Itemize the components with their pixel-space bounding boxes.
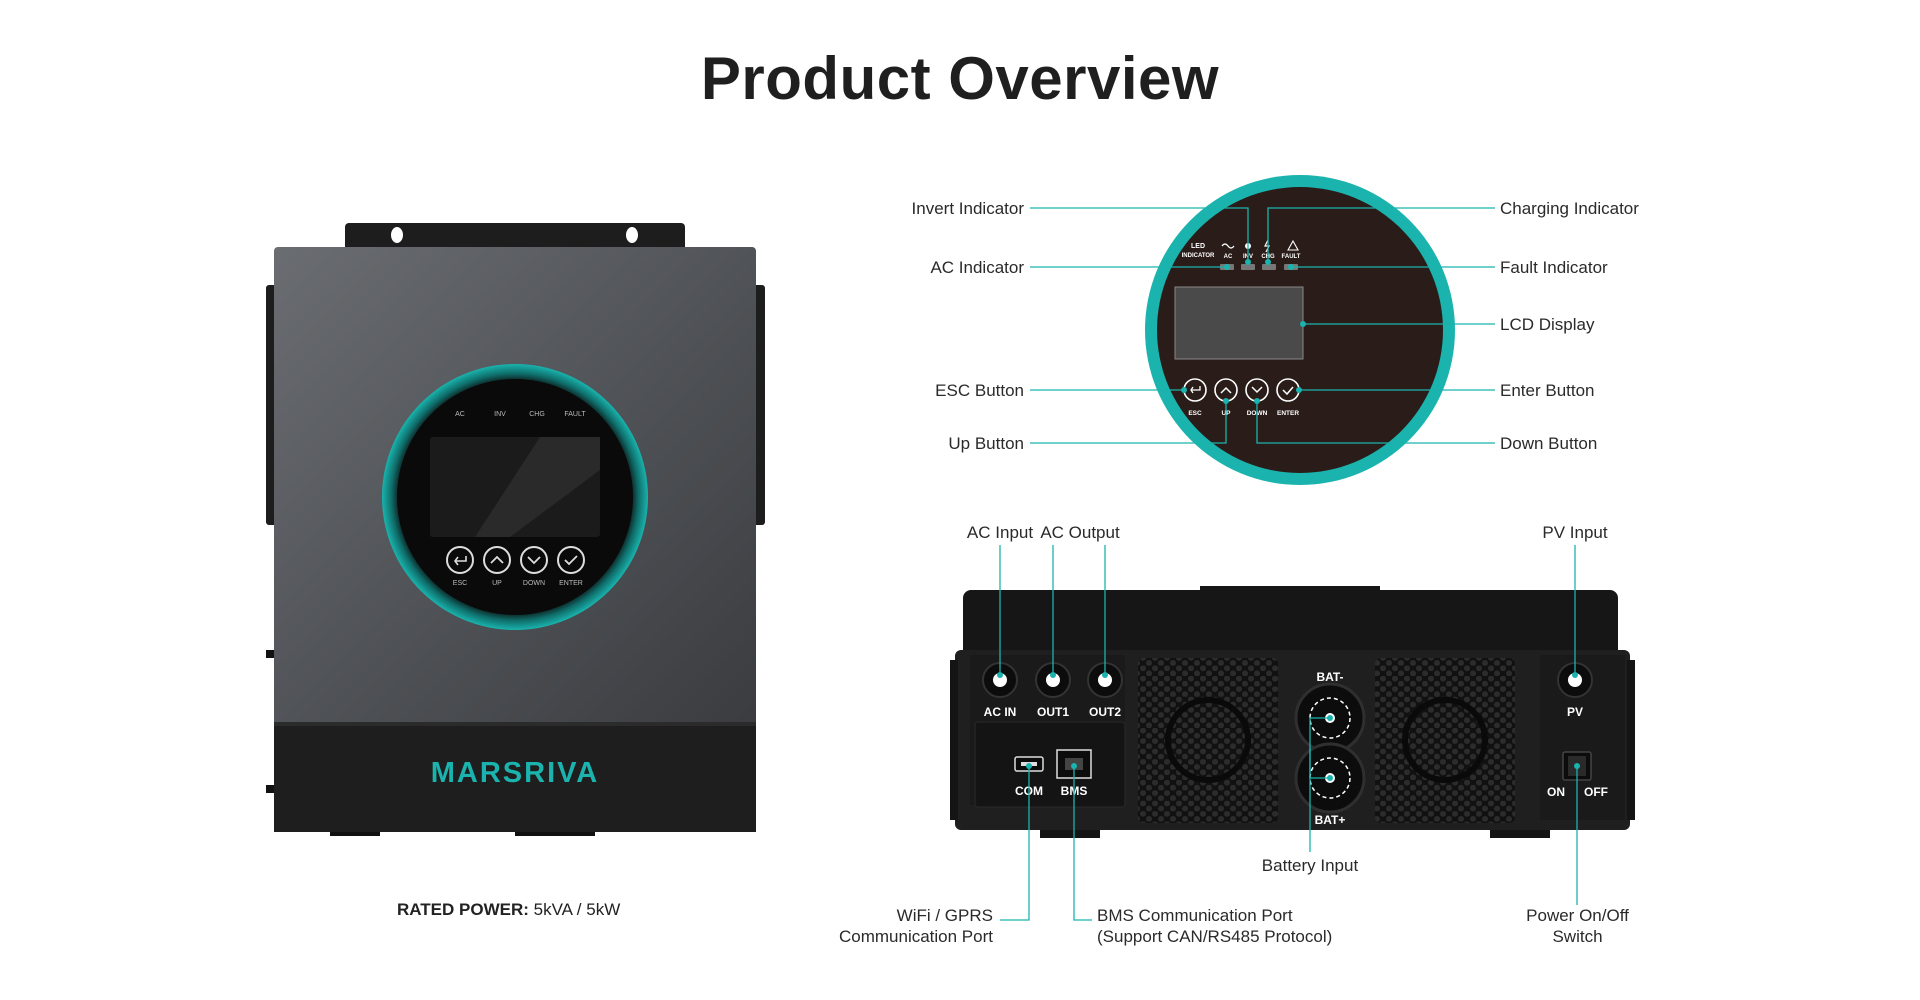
zoom-callout-dots (1181, 259, 1306, 404)
wifi-callout-line2: Communication Port (838, 927, 993, 946)
front-indicator-chg: CHG (529, 411, 545, 418)
esc-button-callout: ESC Button (935, 381, 1024, 400)
down-button-callout: Down Button (1500, 434, 1598, 453)
zoom-control-panel: LED INDICATOR AC INV CHG FAULT (1145, 175, 1455, 485)
bms-callout-line2: (Support CAN/RS485 Protocol) (1097, 927, 1333, 946)
bms-callout-line1: BMS Communication Port (1097, 906, 1293, 925)
zoom-led-label-2: INDICATOR (1182, 253, 1215, 259)
ac-indicator-callout: AC Indicator (930, 258, 1024, 277)
ac-wave-icon (1221, 243, 1235, 249)
return-icon (1190, 386, 1201, 394)
pv-label: PV (1567, 705, 1583, 719)
bat-plus-label: BAT+ (1315, 813, 1346, 827)
ac-output-callout: AC Output (1040, 523, 1120, 542)
chevron-down-icon (527, 556, 541, 565)
front-down-button[interactable] (520, 546, 548, 574)
zoom-callout-lines (1030, 207, 1495, 444)
check-icon (564, 555, 578, 566)
page-title: Product Overview (700, 45, 1220, 112)
rated-power: RATED POWER: 5kVA / 5kW (397, 900, 620, 920)
rated-power-label: RATED POWER: (397, 900, 529, 919)
power-callout-line2: Switch (1552, 927, 1603, 946)
front-inverter: AC INV CHG FAULT ESC UP DOWN ENTER MARSR… (266, 223, 765, 836)
bat-minus-label: BAT- (1316, 670, 1343, 684)
mount-hole-icon (391, 227, 403, 243)
front-esc-label: ESC (453, 580, 467, 587)
out1-label: OUT1 (1037, 705, 1069, 719)
bms-port-callout: BMS Communication Port (Support CAN/RS48… (1097, 905, 1332, 947)
front-indicator-ac: AC (455, 411, 465, 418)
power-callout-line1: Power On/Off (1526, 906, 1629, 925)
off-label: OFF (1584, 785, 1608, 799)
warning-icon (1287, 239, 1299, 251)
up-button-callout: Up Button (948, 434, 1024, 453)
front-esc-button[interactable] (446, 546, 474, 574)
front-indicator-fault: FAULT (564, 411, 586, 418)
zoom-ac-text: AC (1224, 254, 1233, 260)
fault-indicator-callout: Fault Indicator (1500, 258, 1608, 277)
return-icon (454, 556, 467, 566)
charging-indicator-callout: Charging Indicator (1500, 199, 1639, 218)
invert-indicator-callout: Invert Indicator (911, 199, 1024, 218)
front-down-label: DOWN (523, 580, 545, 587)
zoom-led-label: LED (1191, 243, 1205, 250)
bottom-inverter: AC IN OUT1 OUT2 PV BAT- BAT+ COM BMS ON … (950, 586, 1635, 838)
chevron-up-icon (1220, 386, 1232, 394)
wifi-callout-line1: WiFi / GPRS (896, 906, 993, 925)
wifi-port-callout: WiFi / GPRS Communication Port (780, 905, 993, 947)
zoom-enter-label: ENTER (1277, 410, 1299, 417)
out1-port[interactable] (1035, 662, 1071, 698)
ac-in-label: AC IN (984, 705, 1017, 719)
chevron-down-icon (1251, 386, 1263, 394)
bottom-callout-dots (997, 672, 1580, 781)
brand-logo: MARSRIVA (431, 757, 600, 789)
check-icon (1282, 386, 1294, 396)
zoom-esc-label: ESC (1188, 410, 1202, 417)
inv-led (1241, 264, 1255, 270)
chg-led (1262, 264, 1276, 270)
lcd-display-callout: LCD Display (1500, 315, 1595, 334)
enter-button-callout: Enter Button (1500, 381, 1595, 400)
ac-input-callout: AC Input (966, 523, 1034, 542)
front-enter-button[interactable] (557, 546, 585, 574)
front-enter-label: ENTER (559, 580, 583, 587)
bottom-callout-lines (999, 545, 1578, 921)
power-switch-callout: Power On/Off Switch (1500, 905, 1655, 947)
front-up-label: UP (492, 580, 502, 587)
rated-power-value: 5kVA / 5kW (533, 900, 621, 919)
front-indicator-inv: INV (494, 411, 506, 418)
out2-label: OUT2 (1089, 705, 1121, 719)
chevron-up-icon (490, 555, 504, 564)
zoom-lcd (1174, 286, 1304, 360)
mount-hole-icon (626, 227, 638, 243)
on-label: ON (1547, 785, 1565, 799)
front-up-button[interactable] (483, 546, 511, 574)
pv-input-callout: PV Input (1542, 523, 1608, 542)
zoom-fault-text: FAULT (1282, 254, 1301, 260)
battery-input-callout: Battery Input (1261, 856, 1359, 875)
